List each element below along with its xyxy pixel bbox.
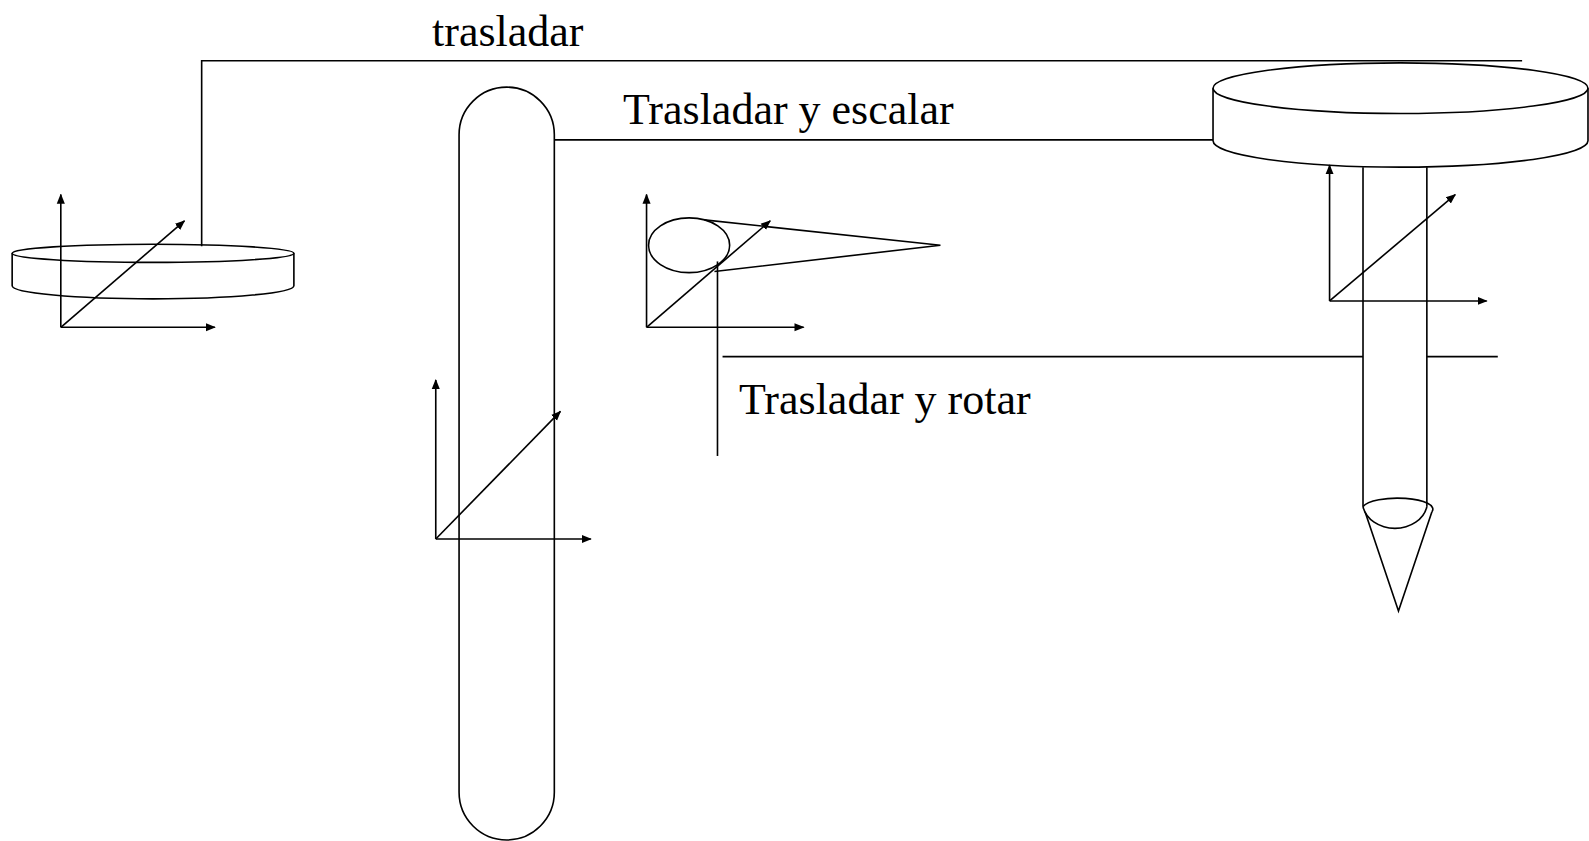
axes (436, 380, 591, 539)
axes (647, 195, 804, 328)
leader-line (202, 61, 1522, 246)
base-disc (12, 244, 294, 299)
arm-capsule (459, 87, 554, 840)
transform-label: Trasladar y rotar (739, 378, 1031, 422)
transform-label: trasladar (432, 10, 583, 54)
axes (61, 195, 215, 328)
transform-label: Trasladar y escalar (623, 88, 954, 132)
leader-line (554, 139, 1213, 141)
assembled-shaft (1363, 167, 1433, 611)
assembled-disc (1213, 63, 1588, 167)
axes (1330, 165, 1487, 301)
cone-tip (649, 218, 941, 273)
leader-line (717, 261, 1497, 456)
